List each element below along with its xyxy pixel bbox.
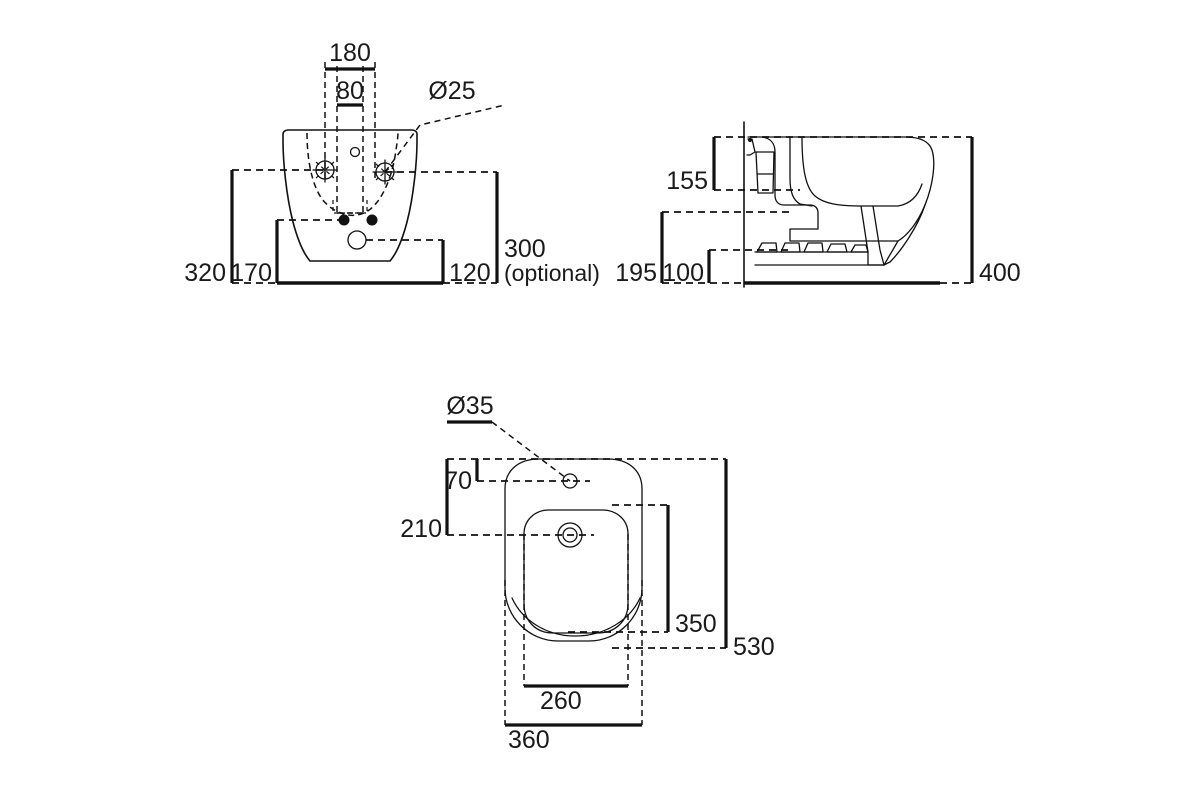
plan-dim-360-label: 360 xyxy=(508,726,550,754)
plan-dim-260: 260 xyxy=(524,684,628,715)
side-view-group: 155 195 100 400 xyxy=(615,121,1021,288)
front-dim-o25: Ø25 xyxy=(384,77,506,173)
front-dim-300-note: (optional) xyxy=(504,260,600,286)
side-dim-195: 195 xyxy=(615,212,664,287)
side-dim-400: 400 xyxy=(970,137,1021,287)
front-centre-vent-hole xyxy=(349,146,361,158)
front-center-slot-hidden xyxy=(336,66,364,214)
plan-dim-210: 210 xyxy=(400,459,449,543)
front-view-group: 180 80 Ø25 xyxy=(184,39,600,287)
front-dim-180-label: 180 xyxy=(329,39,371,67)
front-dim-120-label: 120 xyxy=(449,259,491,287)
plan-dim-210-label: 210 xyxy=(400,515,442,543)
side-body-outline xyxy=(746,136,935,266)
plan-dim-350: 350 xyxy=(666,505,717,638)
front-dim-180: 180 xyxy=(325,39,375,71)
plan-dim-350-label: 350 xyxy=(675,610,717,638)
side-dim-100-label: 100 xyxy=(662,259,704,287)
front-fixing-dot-right xyxy=(366,214,378,226)
front-dim-320-label: 320 xyxy=(184,259,226,287)
front-body-outline xyxy=(282,129,418,262)
side-dim-155: 155 xyxy=(666,137,716,195)
side-dim-155-label: 155 xyxy=(666,167,708,195)
plan-dim-o35-label: Ø35 xyxy=(446,392,493,420)
front-dim-170-label: 170 xyxy=(230,259,272,287)
front-dim-170: 170 xyxy=(230,220,279,287)
plan-dim-70-label: 70 xyxy=(444,467,472,495)
side-dim-100: 100 xyxy=(662,250,711,287)
plan-dim-o35: Ø35 xyxy=(446,392,571,482)
plan-dim-530: 530 xyxy=(724,459,775,661)
front-dim-300-label: 300 xyxy=(504,235,546,263)
front-dim-o25-label: Ø25 xyxy=(428,77,475,105)
front-dim-leaders xyxy=(232,169,497,241)
side-dim-400-label: 400 xyxy=(979,259,1021,287)
plan-dim-70: 70 xyxy=(444,459,479,495)
plan-view-group: Ø35 70 210 350 xyxy=(400,392,774,754)
plan-dim-260-label: 260 xyxy=(540,687,582,715)
front-dim-80-label: 80 xyxy=(336,77,364,105)
front-dim-80: 80 xyxy=(336,77,364,107)
front-dim-320: 320 xyxy=(184,170,234,287)
front-dim-300-optional: 300 (optional) xyxy=(495,172,600,286)
plan-dim-530-label: 530 xyxy=(733,633,775,661)
plan-dim-360: 360 xyxy=(505,723,642,754)
side-dim-195-label: 195 xyxy=(615,259,657,287)
plan-inner-bowl xyxy=(523,509,629,634)
front-dim-120: 120 xyxy=(441,240,491,287)
